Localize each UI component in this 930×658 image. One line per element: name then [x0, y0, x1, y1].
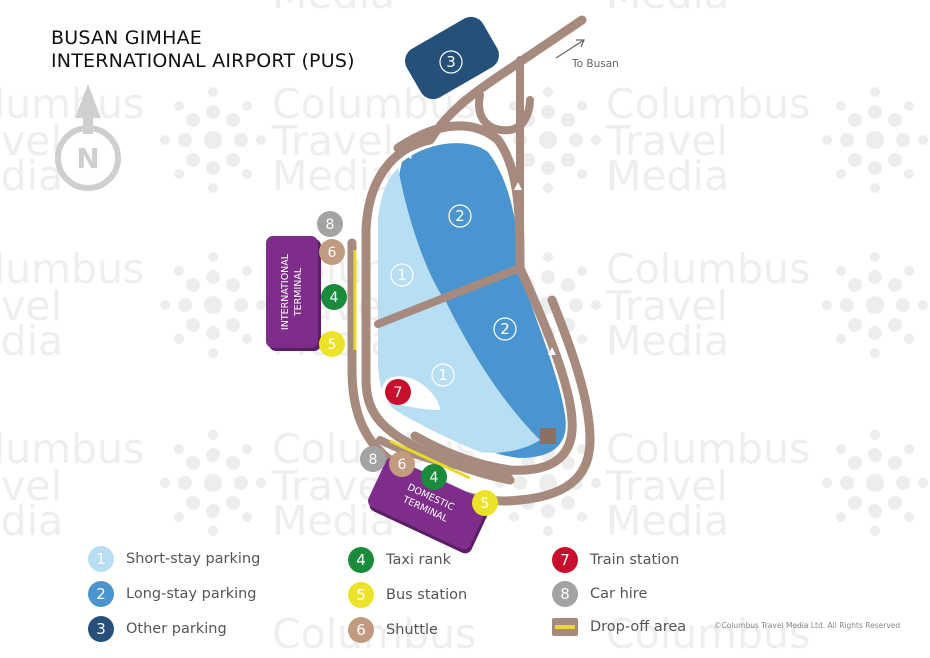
svg-text:3: 3 [446, 53, 456, 71]
facility-badges: 8 6 4 5 7 8 6 4 5 [317, 211, 498, 516]
svg-text:1: 1 [438, 366, 448, 384]
svg-text:7: 7 [394, 385, 403, 401]
north-arrow-icon: N [55, 84, 121, 191]
svg-text:Media: Media [606, 152, 729, 200]
svg-text:8: 8 [326, 217, 335, 233]
svg-text:Media: Media [606, 0, 729, 18]
svg-text:Columbus: Columbus [0, 245, 144, 293]
map-title-line-1: BUSAN GIMHAE [51, 27, 203, 49]
other-parking-lot [405, 16, 499, 100]
to-busan-label: To Busan [572, 58, 619, 70]
long-stay-badge-lower: 2 [493, 317, 517, 341]
svg-text:Columbus: Columbus [272, 610, 476, 658]
svg-text:5: 5 [481, 496, 490, 512]
int-taxi-badge: 4 [321, 284, 347, 310]
svg-text:Columbus: Columbus [606, 80, 810, 128]
international-terminal-label-1: INTERNATIONAL [280, 253, 291, 330]
svg-text:Columbus: Columbus [0, 80, 144, 128]
domestic-terminal: DOMESTIC TERMINAL [368, 457, 490, 554]
svg-text:2: 2 [500, 320, 510, 338]
short-stay-badge-lower: 1 [431, 363, 455, 387]
long-stay-badge-upper: 2 [448, 204, 472, 228]
svg-text:Travel: Travel [0, 282, 62, 330]
svg-text:Columbus: Columbus [606, 245, 810, 293]
direction-arrow-icon [555, 39, 585, 59]
copyright-notice: ©Columbus Travel Media Ltd. All Rights R… [714, 621, 901, 630]
dropoff-area-markings [353, 250, 471, 480]
other-parking-badge: 3 [439, 50, 463, 74]
svg-text:Travel: Travel [605, 117, 728, 165]
svg-text:4: 4 [330, 290, 339, 306]
svg-text:Columbus: Columbus [0, 425, 144, 473]
svg-text:Media: Media [0, 497, 63, 545]
international-terminal: INTERNATIONAL TERMINAL [266, 236, 321, 351]
road-network [347, 15, 595, 506]
svg-text:2: 2 [455, 207, 465, 225]
short-stay-badge-upper: 1 [390, 263, 414, 287]
dom-bus-badge: 5 [472, 490, 498, 516]
dom-shuttle-badge: 6 [389, 451, 415, 477]
international-terminal-label-2: TERMINAL [293, 267, 304, 317]
compass-label: N [76, 142, 99, 175]
svg-text:Travel: Travel [605, 282, 728, 330]
svg-text:1: 1 [397, 266, 407, 284]
dom-car-hire-badge: 8 [360, 446, 386, 472]
svg-text:Travel: Travel [0, 462, 62, 510]
dropoff-block [540, 428, 556, 444]
int-car-hire-badge: 8 [317, 211, 343, 237]
svg-text:5: 5 [328, 337, 337, 353]
map-title-line-2: INTERNATIONAL AIRPORT (PUS) [51, 50, 355, 72]
svg-text:Media: Media [272, 0, 395, 18]
svg-text:Media: Media [606, 497, 729, 545]
train-badge: 7 [385, 379, 411, 405]
svg-text:Travel: Travel [271, 117, 394, 165]
svg-text:Columbus: Columbus [606, 610, 810, 658]
svg-text:Media: Media [606, 317, 729, 365]
svg-text:6: 6 [398, 457, 407, 473]
short-stay-parking-area [378, 168, 540, 453]
svg-text:8: 8 [369, 452, 378, 468]
svg-text:Travel: Travel [0, 117, 62, 165]
map-title: BUSAN GIMHAE INTERNATIONAL AIRPORT (PUS) [51, 27, 355, 73]
svg-text:6: 6 [328, 245, 337, 261]
dom-taxi-badge: 4 [421, 464, 447, 490]
int-shuttle-badge: 6 [319, 239, 345, 265]
svg-text:4: 4 [430, 470, 439, 486]
int-bus-badge: 5 [319, 331, 345, 357]
svg-text:Columbus: Columbus [606, 425, 810, 473]
parking-lot-labels: 3 2 2 1 1 [390, 50, 517, 387]
svg-text:Media: Media [0, 317, 63, 365]
svg-text:Travel: Travel [605, 462, 728, 510]
svg-text:Media: Media [0, 152, 63, 200]
